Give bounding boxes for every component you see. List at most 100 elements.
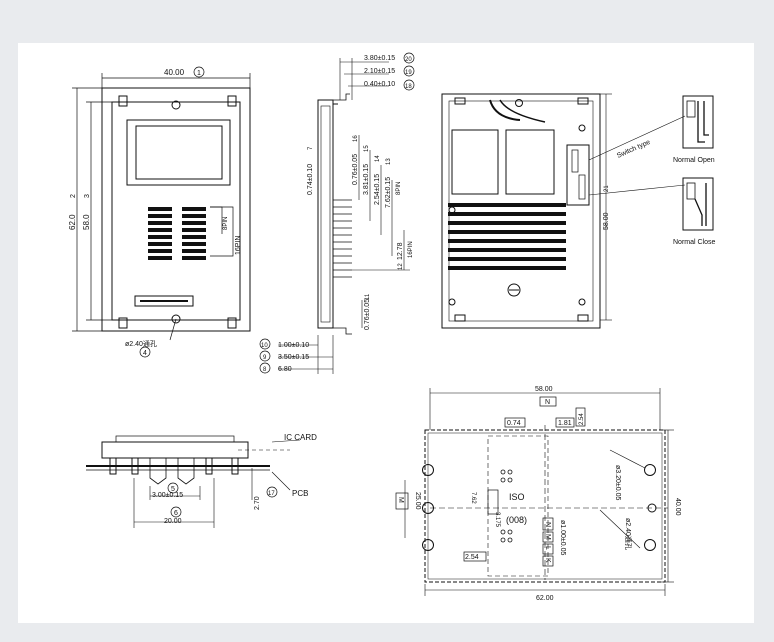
fp-dim-3175: 3.175 <box>494 512 500 528</box>
bl-circle-6: 6 <box>174 510 178 517</box>
corner-clip-tl <box>118 95 128 107</box>
side-vdim-0-circle: 7 <box>308 146 314 150</box>
front-16pin-label: 16PIN <box>235 236 242 255</box>
fp-dim-240: ø2.40通孔 <box>624 518 633 550</box>
fp-dim-62: 62.00 <box>536 595 554 602</box>
back-view <box>441 93 714 329</box>
back-contact-rails <box>448 203 566 270</box>
side-dim-top-2: 2.10±0.15 <box>364 68 395 75</box>
front-body-outline <box>101 87 251 332</box>
drawing-frame <box>18 43 754 623</box>
ic-card-label: IC CARD <box>284 433 317 442</box>
side-bottom-circle-1: 9 <box>263 355 267 361</box>
side-view-labels: 3.80±0.15 20 2.10±0.15 19 0.40±0.10 18 0… <box>259 52 415 374</box>
side-circle-12: 12 <box>398 263 404 270</box>
side-16pin-label: 16PIN <box>408 241 414 258</box>
back-window-right <box>505 129 555 195</box>
card-window-inner <box>135 125 223 180</box>
front-8pin-label: 8PIN <box>223 217 229 230</box>
contact-pins <box>148 207 206 260</box>
fp-letter-2: L <box>544 546 551 550</box>
fp-top-dim: 58.00 <box>535 386 553 393</box>
fp-pads <box>500 469 513 543</box>
side-dim-top-3: 0.40±0.10 <box>364 81 395 88</box>
side-circle-11: 11 <box>365 293 371 300</box>
back-window-left <box>451 129 499 195</box>
hole-dim-label: ø2.40通孔 <box>125 339 157 348</box>
fp-hole-bl <box>422 539 434 551</box>
side-dim-top-1-circle: 20 <box>405 57 412 63</box>
fp-m-box: M <box>397 497 404 503</box>
side-dim-top-3-circle: 18 <box>405 84 412 90</box>
pcb-label: PCB <box>292 489 308 498</box>
side-bottom-circle-2: 8 <box>263 367 267 373</box>
fp-letter-0: N <box>544 522 551 527</box>
switch-body <box>566 144 590 206</box>
fp-iso-top: ISO <box>509 492 525 502</box>
bottom-left-view <box>86 435 301 528</box>
normal-close-label: Normal Close <box>673 239 716 246</box>
width-dim-circle: 1 <box>197 70 201 77</box>
switch-close-detail <box>682 177 714 231</box>
back-dim-58: 58.00 <box>603 212 610 230</box>
fp-letter-1: M <box>544 534 551 540</box>
corner-clip-bl <box>118 317 128 329</box>
height-outer-circle: 2 <box>70 194 77 198</box>
bl-circle-17: 17 <box>268 491 275 497</box>
corner-clip-br <box>227 317 237 329</box>
height-inner-circle: 3 <box>84 194 91 198</box>
side-vdim-1: 0.76±0.05 <box>352 154 359 185</box>
fp-dim-254h: 2.54 <box>465 554 479 561</box>
normal-open-label: Normal Open <box>673 157 715 164</box>
side-vdim-0: 0.74±0.10 <box>307 164 314 195</box>
bl-dim-270: 2.70 <box>254 496 261 510</box>
side-bottom-dim-1: 3.50±0.15 <box>278 354 309 361</box>
front-view-labels: 40.00 1 62.0 2 58.0 3 ø2.40通孔 4 8PIN 16P… <box>68 66 242 358</box>
front-bottom-hole <box>171 314 181 324</box>
card-window-outer <box>126 119 231 186</box>
side-vdim-3-circle: 14 <box>375 155 381 162</box>
fp-dim-074: 0.74 <box>507 420 521 427</box>
footprint-view <box>395 388 674 596</box>
corner-clip-tr <box>227 95 237 107</box>
side-dim-top-1: 3.80±0.15 <box>364 55 395 62</box>
side-vdim-3: 2.54±0.15 <box>374 174 381 205</box>
side-dim-076b: 0.76±0.05 <box>364 299 371 330</box>
fp-dim-25: 25.00 <box>414 492 421 510</box>
side-vdim-2: 3.81±0.15 <box>363 164 370 195</box>
hole-dim-circle: 4 <box>143 350 147 357</box>
bl-body <box>101 441 249 459</box>
side-vdim-2-circle: 15 <box>364 145 370 152</box>
side-vdim-1-circle: 16 <box>353 135 359 142</box>
height-outer-dim: 62.0 <box>68 214 77 230</box>
bottom-left-labels: IC CARD PCB 5 3.00±0.15 6 20.00 2.70 17 <box>152 433 317 525</box>
height-inner-dim: 58.0 <box>82 214 91 230</box>
fp-hole-tl <box>422 464 434 476</box>
side-bottom-dim-2: 6.80 <box>278 366 292 373</box>
fp-dim-762: 7.62 <box>470 492 476 504</box>
front-view <box>72 73 251 341</box>
fp-dim-1: ø1.00±0.05 <box>559 520 566 555</box>
side-dim-top-2-circle: 19 <box>405 70 412 76</box>
switch-type-label: Switch type <box>616 139 652 160</box>
fp-dim-254v: 2.54 <box>579 413 585 425</box>
side-dim-1278: 12.78 <box>397 242 404 260</box>
side-body <box>317 99 334 329</box>
fp-hole-tr <box>644 464 656 476</box>
card-slot-detent <box>134 295 194 307</box>
fp-n-box: N <box>545 399 550 406</box>
back-center-screw <box>507 283 521 297</box>
fp-hole-br <box>644 539 656 551</box>
side-bottom-dim-0: 1.00±0.10 <box>278 342 309 349</box>
back-dim-58-circle: 21 <box>604 185 610 192</box>
bl-dim-3: 3.00±0.15 <box>152 492 183 499</box>
side-vdim-4-circle: 13 <box>386 158 392 165</box>
back-body-outline <box>441 93 601 329</box>
front-top-hole <box>171 100 181 110</box>
side-bottom-circle-0: 10 <box>261 343 268 349</box>
switch-open-detail <box>682 95 714 149</box>
side-8pin-label: 8PIN <box>396 182 402 195</box>
fp-dim-40: 40.00 <box>674 498 681 516</box>
footprint-labels: 58.00 N 0.74 1.81 2.54 3.175 M 25.00 7.6… <box>397 386 681 602</box>
